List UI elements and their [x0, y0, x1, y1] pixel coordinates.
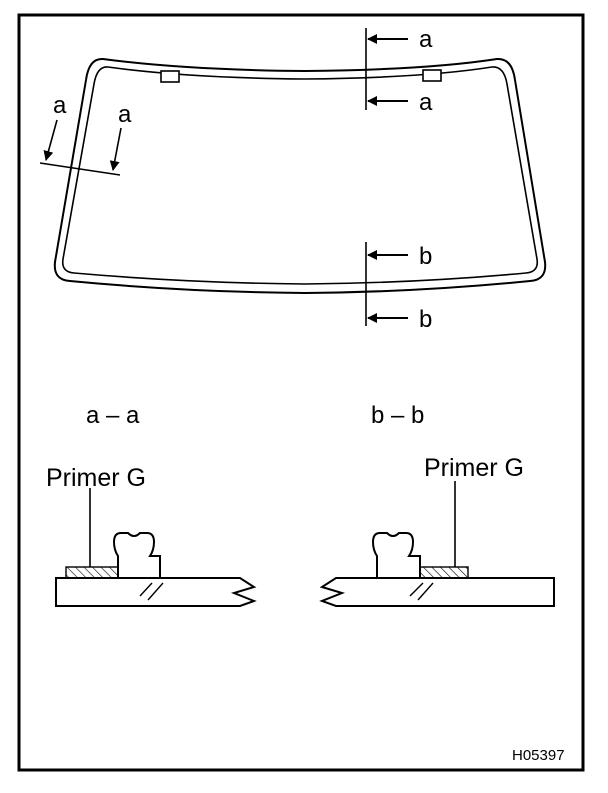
- section-title-b-b: b – b: [371, 402, 424, 429]
- section-b-cut: b b: [365, 242, 432, 333]
- primer-g-callout-a: Primer G: [46, 464, 146, 492]
- section-a-cut-side: a a: [39, 92, 132, 176]
- primer-layer-a: [65, 566, 119, 579]
- section-marker-a-bottom: a: [419, 89, 433, 116]
- section-marker-a-side-left: a: [53, 92, 67, 119]
- mirror-bracket-left: [160, 70, 180, 83]
- primer-g-callout-b: Primer G: [424, 454, 524, 482]
- section-title-a-a: a – a: [86, 402, 140, 429]
- section-marker-b-top: b: [419, 243, 432, 270]
- section-a-a-detail: Primer G: [46, 464, 257, 607]
- figure-code: H05397: [512, 747, 565, 764]
- section-b-b-detail: Primer G: [319, 454, 555, 607]
- molding-b: [371, 532, 421, 579]
- section-a-cut-top: a a: [365, 26, 433, 116]
- mirror-bracket-right: [422, 69, 442, 82]
- windshield-outline: [53, 57, 547, 295]
- section-marker-a-top: a: [419, 26, 433, 53]
- figure-frame: [17, 13, 585, 772]
- molding-a: [112, 532, 161, 579]
- section-marker-b-bottom: b: [419, 306, 432, 333]
- section-marker-a-side-right: a: [118, 101, 132, 128]
- primer-layer-b: [419, 566, 469, 579]
